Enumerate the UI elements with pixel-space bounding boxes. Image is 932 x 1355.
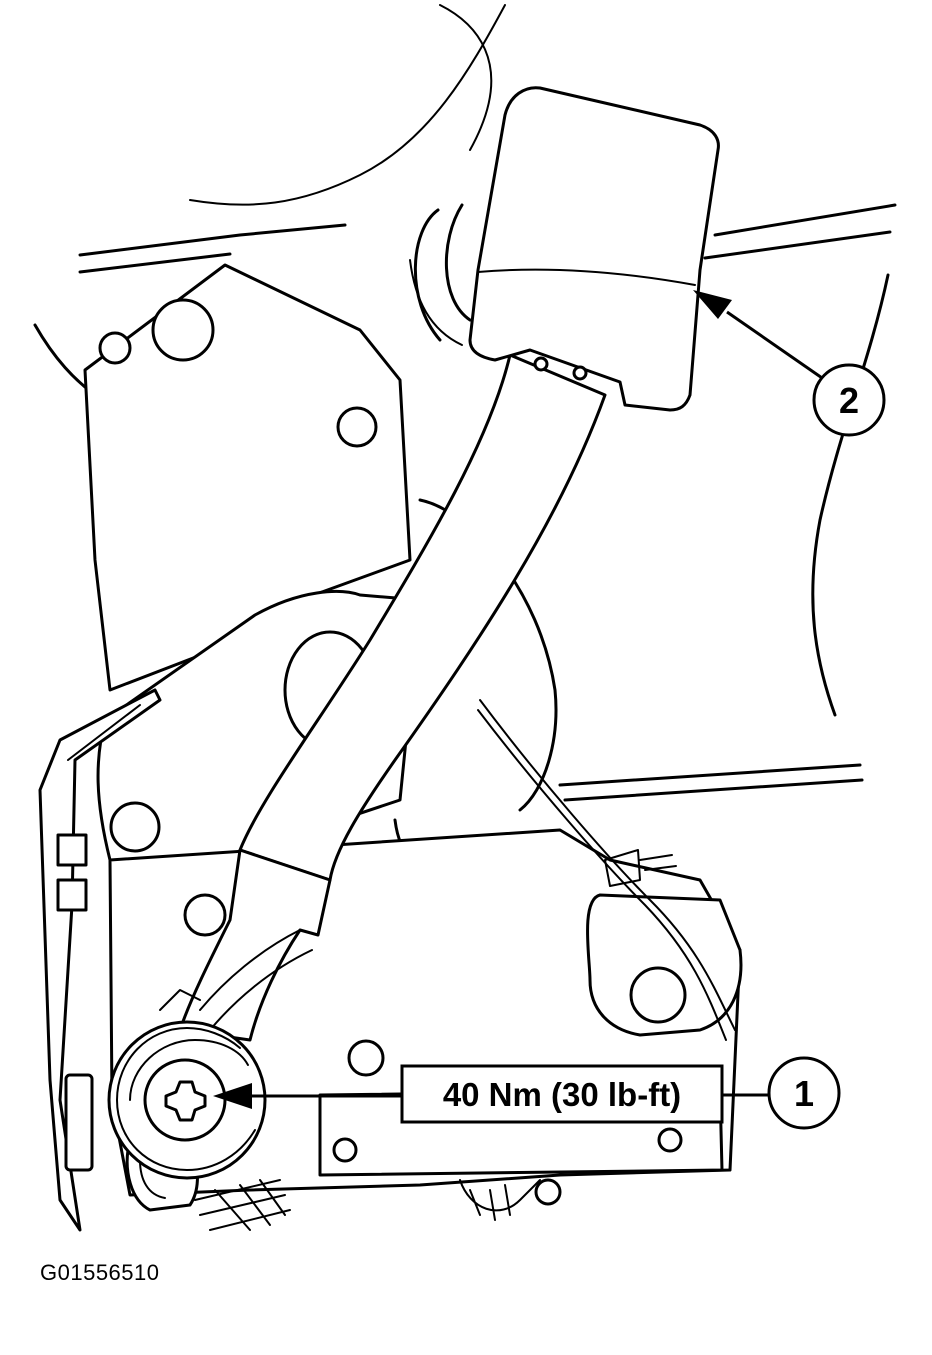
seat-belt-buckle-head [468, 86, 720, 412]
callout-2-leader [726, 310, 826, 382]
callout-2-number: 2 [839, 380, 859, 421]
seat-frame-background [33, 4, 897, 802]
torque-spec-label: 40 Nm (30 lb-ft) [443, 1076, 681, 1113]
callout-1-circle [767, 1056, 841, 1130]
callout-2-arrowhead [693, 290, 732, 319]
callout-1-number: 1 [794, 1073, 814, 1114]
seat-hinge-bracket [83, 263, 558, 862]
callout-1-arrowhead [213, 1083, 252, 1109]
buckle-strap [159, 353, 607, 1042]
anchor-bolt [107, 1020, 267, 1212]
callout-2: 2 [693, 290, 886, 437]
callout-2-circle [812, 363, 886, 437]
callout-1: 40 Nm (30 lb-ft) 1 [213, 1056, 841, 1130]
figure-id: G01556510 [40, 1260, 160, 1285]
